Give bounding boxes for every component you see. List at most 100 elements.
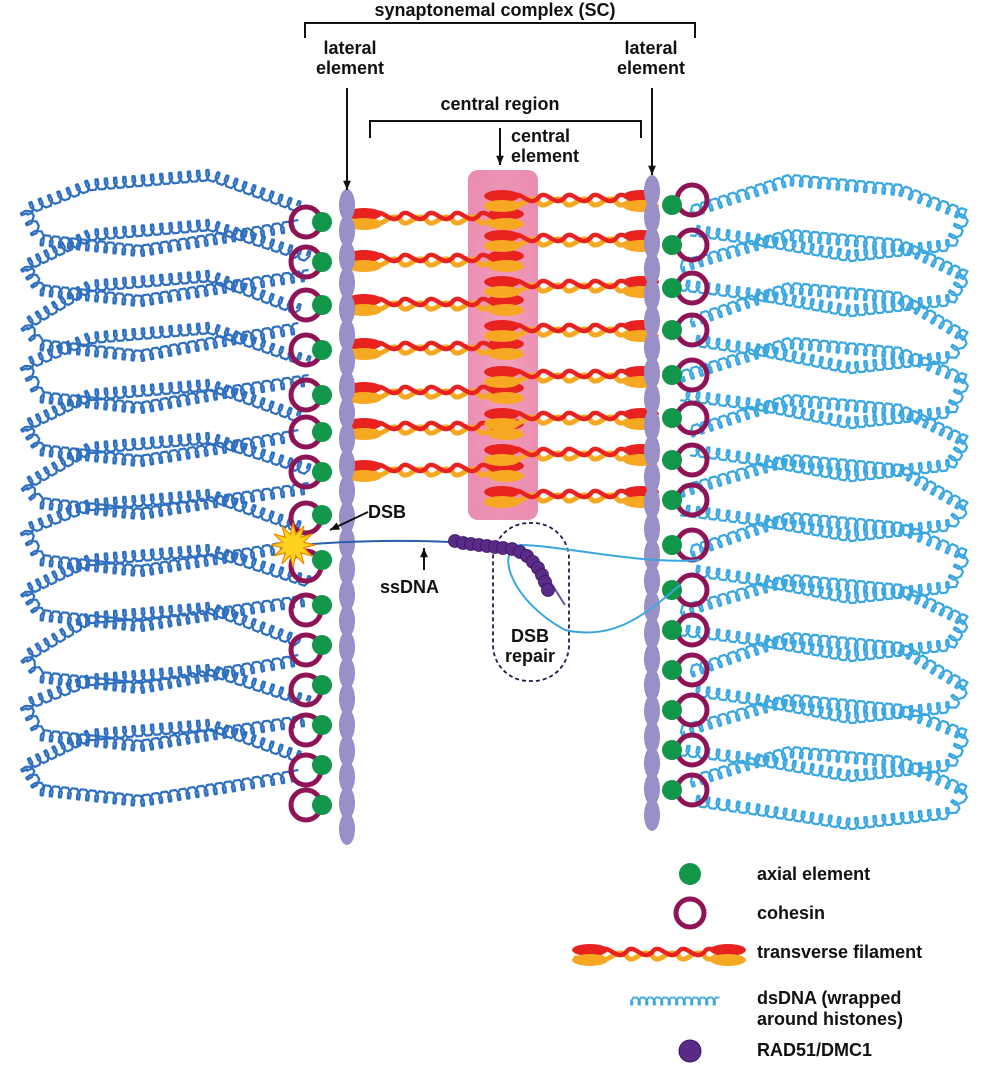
filament-head-red bbox=[346, 250, 382, 262]
ssdna-label: ssDNA bbox=[380, 577, 440, 597]
axial-element-dot-left bbox=[312, 295, 332, 315]
axial-element-dot-right bbox=[662, 780, 682, 800]
axial-element-dot-left bbox=[312, 252, 332, 272]
transverse-filament-right bbox=[484, 408, 659, 430]
axial-element-dot-right bbox=[662, 195, 682, 215]
lateral-segment bbox=[644, 383, 660, 415]
legend bbox=[572, 863, 746, 1063]
axial-element-dot-right bbox=[662, 320, 682, 340]
chromatin-loop-right bbox=[689, 282, 969, 375]
chromatin-loop-left bbox=[20, 718, 302, 807]
legend-icon-cohesin bbox=[673, 896, 707, 930]
lateral-segment bbox=[339, 319, 355, 351]
filament-head-red bbox=[484, 320, 520, 332]
dsb-label: DSB bbox=[368, 502, 407, 522]
lateral-segment bbox=[644, 409, 660, 441]
lateral-segment bbox=[644, 617, 660, 649]
dsb-repair-region bbox=[270, 522, 701, 682]
dsb-repair-outline bbox=[492, 522, 570, 682]
axial-element-dot-right bbox=[662, 660, 682, 680]
filament-head-orange bbox=[572, 954, 608, 966]
filament-head-orange bbox=[346, 348, 382, 360]
dsb-star-icon bbox=[270, 522, 316, 568]
lateral-segment bbox=[644, 721, 660, 753]
axial-element-dot-left bbox=[312, 550, 332, 570]
lateral-segment bbox=[339, 605, 355, 637]
filament-head-red bbox=[346, 294, 382, 306]
filament-head-orange bbox=[488, 304, 524, 316]
lateral-segment bbox=[644, 331, 660, 363]
axial-element-dot-right bbox=[662, 235, 682, 255]
filament-head-orange bbox=[488, 260, 524, 272]
chromatin-loop-right bbox=[689, 394, 969, 483]
chromatin-loop-left bbox=[19, 663, 312, 752]
transverse-filament-left bbox=[346, 460, 524, 482]
legend-icon-axial-element bbox=[679, 863, 701, 885]
arrow-head bbox=[420, 548, 428, 558]
lateral-element-right-label: lateral element bbox=[616, 38, 686, 78]
filament-head-orange bbox=[346, 470, 382, 482]
lateral-elements bbox=[339, 175, 660, 845]
central-element-arrow bbox=[496, 128, 504, 165]
filament-head-orange bbox=[710, 954, 746, 966]
lateral-segment bbox=[644, 643, 660, 675]
lateral-segment bbox=[339, 449, 355, 481]
ssdna-strand bbox=[299, 539, 471, 546]
axial-element-dot-left bbox=[312, 212, 332, 232]
legend-label-dsdna: dsDNA (wrapped around histones) bbox=[757, 988, 904, 1029]
dsb-arrow bbox=[329, 511, 369, 531]
filament-head-red bbox=[488, 250, 524, 262]
sc-label: synaptonemal complex (SC) bbox=[374, 0, 616, 20]
axial-element-dot-left bbox=[312, 755, 332, 775]
lateral-segment bbox=[644, 461, 660, 493]
filament-head-red bbox=[346, 208, 382, 220]
axial-element-dot-right bbox=[662, 408, 682, 428]
filament-head-red bbox=[484, 276, 520, 288]
lateral-segment bbox=[644, 305, 660, 337]
lateral-segment bbox=[644, 253, 660, 285]
filament-head-orange bbox=[488, 428, 524, 440]
lateral-segment bbox=[339, 397, 355, 429]
axial-element-dot-left bbox=[312, 505, 332, 525]
axial-element-dot-right bbox=[662, 365, 682, 385]
axial-element-dot-right bbox=[662, 278, 682, 298]
filament-head-red bbox=[484, 408, 520, 420]
lateral-segment bbox=[339, 189, 355, 221]
chromatin-loop-left bbox=[20, 431, 312, 520]
lateral-segment bbox=[644, 357, 660, 389]
lateral-element-left-arrow bbox=[343, 88, 351, 190]
ssdna-arrow bbox=[420, 548, 428, 570]
lateral-segment bbox=[339, 475, 355, 507]
filament-head-orange bbox=[488, 392, 524, 404]
lateral-segment bbox=[339, 631, 355, 663]
lateral-element-left bbox=[339, 189, 355, 845]
axial-element-dot-right bbox=[662, 740, 682, 760]
filament-head-orange bbox=[484, 286, 520, 298]
lateral-segment bbox=[644, 695, 660, 727]
transverse-filament-right bbox=[484, 230, 659, 252]
lateral-segment bbox=[644, 279, 660, 311]
transverse-filament-right bbox=[484, 486, 659, 508]
legend-label-cohesin: cohesin bbox=[757, 903, 826, 923]
lateral-segment bbox=[644, 487, 660, 519]
axial-element-dot-right bbox=[662, 535, 682, 555]
lateral-segment bbox=[339, 293, 355, 325]
transverse-filament-right bbox=[484, 276, 659, 298]
filament-head-orange bbox=[484, 376, 520, 388]
axial-element-dot-left bbox=[312, 715, 332, 735]
filament-head-orange bbox=[488, 218, 524, 230]
axial-element-dot-left bbox=[312, 595, 332, 615]
filament-head-orange bbox=[484, 330, 520, 342]
filament-head-red bbox=[484, 444, 520, 456]
chromatin-loop-left bbox=[20, 269, 302, 362]
axial-element-dot-right bbox=[662, 450, 682, 470]
lateral-segment bbox=[339, 215, 355, 247]
transverse-filament-right bbox=[484, 444, 659, 466]
legend-icon-dsdna bbox=[630, 996, 720, 1006]
lateral-segment bbox=[339, 501, 355, 533]
filament-head-orange bbox=[484, 454, 520, 466]
lateral-segment bbox=[339, 683, 355, 715]
filament-head-orange bbox=[346, 304, 382, 316]
filament-head-red bbox=[346, 382, 382, 394]
